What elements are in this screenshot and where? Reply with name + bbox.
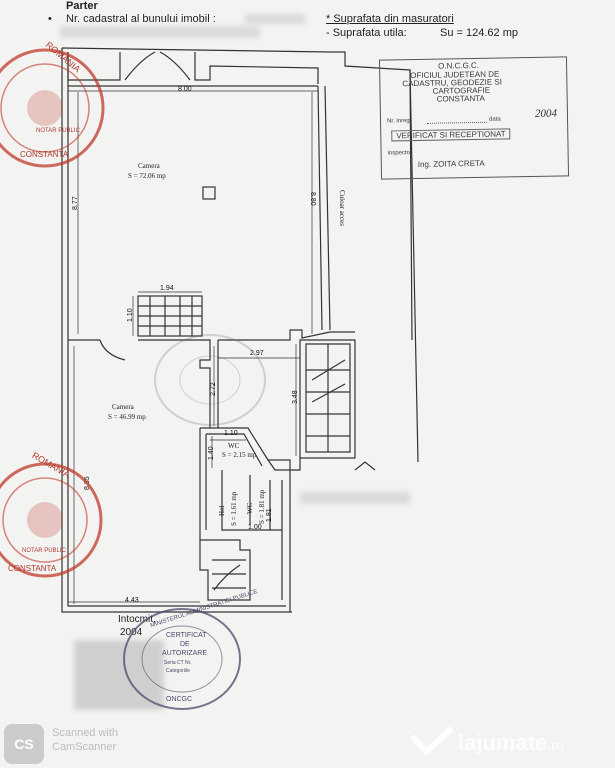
lajumate-brand: lajumate.ro: [458, 730, 564, 756]
oncgc-stamp: O.N.C.G.C. OFICIUL JUDETEAN DE CADASTRU,…: [378, 56, 570, 180]
notary-top-ring3: CONSTANTA: [20, 150, 69, 159]
notary-bottom-ring3: CONSTANTA: [8, 564, 57, 573]
redacted-note: [300, 492, 410, 504]
dim-left-height: 8.77: [72, 196, 79, 210]
dim-bottom-width: 4.43: [125, 597, 139, 604]
room-camera-2-name: Camera: [112, 403, 134, 411]
room-wc-2-area: S = 1.81 mp: [258, 489, 266, 524]
room-hol-name: Hol: [218, 505, 226, 517]
oncgc-verified: VERIFICAT SI RECEPTIONAT: [391, 128, 511, 142]
dim-right-height: 8.80: [309, 192, 316, 206]
dim-mid-width: 2.97: [250, 350, 264, 357]
certificate-line3: AUTORIZARE: [162, 650, 207, 657]
faint-notary-stamp-icon: [154, 334, 266, 426]
room-camera-2-area: S = 46.99 mp: [108, 413, 146, 421]
dim-stair2-height: 3.48: [292, 390, 299, 404]
certificate-line2: DE: [180, 641, 190, 648]
measure-note: * Suprafata din masuratori: [326, 13, 454, 25]
redacted-signature: [74, 640, 164, 710]
certificate-seal-icon: [123, 608, 241, 710]
dim-stair-height: 1.10: [127, 308, 134, 322]
useful-area-value: Su = 124.62 mp: [440, 27, 518, 39]
room-camera-1-area: S = 72.06 mp: [128, 172, 166, 180]
drafted-by-label: Intocmit,: [118, 614, 156, 625]
oncgc-nr-label: Nr. inreg: [386, 118, 410, 125]
certificate-bottom: ONCGC: [166, 696, 193, 703]
room-hol-area: S = 1.61 mp: [230, 491, 238, 526]
notary-seal-top-icon: [0, 48, 105, 168]
redacted-address: [60, 26, 260, 38]
oncgc-inspector-name: Ing. ZOITA CRETA: [417, 158, 485, 169]
dim-wc-height: 1.40: [208, 446, 215, 460]
room-wc-1-area: S = 2.15 mp: [222, 451, 257, 459]
camscanner-badge-icon: CS: [4, 724, 44, 764]
lajumate-brand-name: lajumate: [458, 730, 548, 755]
oncgc-nr-line: [427, 121, 488, 124]
dim-wc-width: 1.10: [224, 430, 238, 437]
camscanner-watermark: Scanned with CamScanner: [52, 727, 119, 753]
certificate-line1: CERTIFICAT: [166, 632, 207, 639]
dim-top-width: 8.00: [178, 86, 192, 93]
oncgc-line5: CONSTANTA: [436, 93, 485, 104]
oncgc-year: 2004: [534, 107, 558, 120]
notary-top-ring2: NOTAR PUBLIC: [36, 128, 80, 134]
oncgc-inspector-label: inspector: [387, 150, 413, 157]
dim-wc2-width: 1.81: [266, 508, 273, 522]
room-wc-2-name: WC: [246, 502, 254, 514]
notary-bottom-ring2: NOTAR PUBLIC: [22, 548, 66, 554]
certificate-line4: Seria CT Nr.: [164, 660, 192, 666]
room-camera-1-name: Camera: [138, 162, 160, 170]
room-corridor-label: Culoar acces: [338, 190, 346, 226]
oncgc-date-label: data: [488, 116, 501, 123]
cadastral-label: Nr. cadastral al bunului imobil :: [66, 13, 216, 25]
certificate-line5: Categoriile: [166, 668, 190, 674]
bullet: •: [48, 13, 52, 25]
lajumate-heart-icon: [411, 727, 453, 755]
drafted-by-year: 2004: [120, 627, 143, 638]
room-wc-1-name: WC: [228, 442, 240, 450]
useful-area-label: - Suprafata utila:: [326, 27, 407, 39]
level-title: Parter: [66, 0, 98, 12]
dim-stair-width: 1.94: [160, 285, 174, 292]
notary-seal-bottom-icon: [0, 462, 103, 578]
redacted-cadastral-number: [245, 14, 305, 24]
dim-wc2-bottom: 1.00: [248, 524, 262, 531]
lajumate-brand-tld: .ro: [547, 737, 564, 753]
